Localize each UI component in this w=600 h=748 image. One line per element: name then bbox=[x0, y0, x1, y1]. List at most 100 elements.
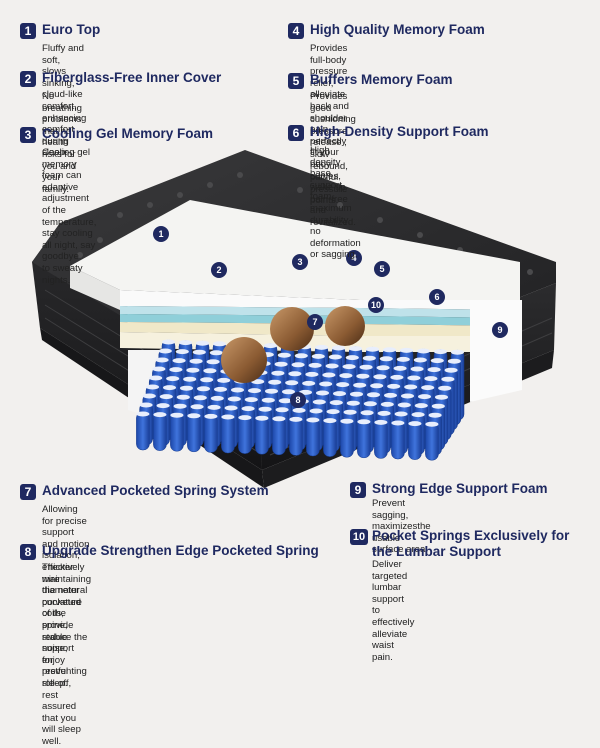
feature-number-badge: 7 bbox=[20, 484, 36, 500]
pocket-spring-top bbox=[333, 391, 346, 397]
feature-title: Advanced Pocketed Spring System bbox=[42, 483, 269, 498]
pocket-spring bbox=[408, 421, 422, 460]
pocket-spring-top bbox=[179, 340, 192, 346]
marker-10: 10 bbox=[368, 297, 384, 313]
pocket-spring-top bbox=[204, 413, 218, 419]
pocket-spring bbox=[136, 411, 150, 451]
pocket-spring-top bbox=[166, 376, 180, 382]
pocket-spring-top bbox=[343, 409, 357, 415]
pocket-spring-top bbox=[401, 393, 414, 399]
pocket-spring-top bbox=[427, 367, 441, 373]
pocket-spring-top bbox=[413, 357, 427, 363]
feature-description: Fluffy and soft, slows sinking, cloud-li… bbox=[42, 43, 87, 159]
pocket-spring-top bbox=[309, 408, 323, 414]
pocket-spring-top bbox=[383, 347, 396, 353]
feature-description: Thicker wire diameter pocketed coils, pr… bbox=[42, 562, 87, 747]
marker-9: 9 bbox=[492, 322, 508, 338]
pocket-spring-top bbox=[274, 361, 288, 367]
feature-number-badge: 2 bbox=[20, 71, 36, 87]
pocket-spring bbox=[391, 420, 405, 460]
pocket-spring-top bbox=[326, 409, 340, 415]
pocket-spring-top bbox=[289, 416, 303, 422]
pocket-spring-top bbox=[360, 410, 374, 416]
pocket-spring-top bbox=[146, 384, 159, 390]
pocket-spring bbox=[221, 414, 235, 454]
pocket-spring-top bbox=[162, 339, 175, 345]
pocket-spring-top bbox=[435, 394, 448, 400]
pocket-spring-top bbox=[349, 346, 362, 352]
pocket-spring bbox=[306, 417, 320, 457]
feature-description: No breathing problems that no health ris… bbox=[42, 91, 83, 195]
pocket-spring-top bbox=[390, 374, 404, 380]
pocket-spring-top bbox=[248, 388, 261, 394]
feature-title: Pocket Springs Exclusively for the Lumba… bbox=[372, 528, 570, 559]
pocket-spring-top bbox=[441, 376, 455, 382]
feature-number-badge: 8 bbox=[20, 544, 36, 560]
marker-4: 4 bbox=[346, 250, 362, 266]
pocket-spring bbox=[272, 416, 286, 456]
pocket-spring-top bbox=[200, 377, 214, 383]
pocket-spring-top bbox=[170, 412, 184, 418]
feature-number-badge: 9 bbox=[350, 482, 366, 498]
pocket-spring-top bbox=[275, 407, 289, 413]
pocket-spring-top bbox=[350, 391, 363, 397]
pocket-spring-top bbox=[328, 354, 342, 360]
pocket-spring-top bbox=[264, 343, 277, 349]
pocket-spring-top bbox=[410, 366, 424, 372]
pocket-spring-top bbox=[214, 386, 227, 392]
feature-title: High Quality Memory Foam bbox=[310, 22, 485, 37]
pocket-spring-top bbox=[323, 418, 337, 424]
feature-number-badge: 5 bbox=[288, 73, 304, 89]
feature-title: Upgrade Strengthen Edge Pocketed Spring bbox=[42, 543, 319, 558]
pocket-spring-top bbox=[434, 349, 447, 355]
pocket-spring-top bbox=[231, 387, 244, 393]
pocket-spring-top bbox=[169, 367, 183, 373]
pocket-spring-top bbox=[271, 370, 285, 376]
pocket-spring-top bbox=[322, 372, 336, 378]
pocket-spring-top bbox=[189, 358, 203, 364]
pocket-spring-top bbox=[187, 413, 201, 419]
pocket-spring-top bbox=[384, 392, 397, 398]
pocket-spring bbox=[340, 418, 354, 458]
pocket-spring bbox=[289, 417, 303, 456]
pocket-spring-top bbox=[176, 394, 190, 400]
feature-description: High density base support foam, maximum … bbox=[310, 145, 361, 261]
pocket-spring-top bbox=[268, 379, 282, 385]
feature-number-badge: 4 bbox=[288, 23, 304, 39]
pocket-spring-top bbox=[261, 397, 275, 403]
pocket-spring-top bbox=[241, 406, 255, 412]
pocket-spring-top bbox=[325, 363, 339, 369]
pocket-spring-top bbox=[404, 384, 418, 390]
pocket-spring-top bbox=[159, 394, 173, 400]
feature-number-badge: 1 bbox=[20, 23, 36, 39]
pocket-spring-top bbox=[376, 365, 390, 371]
pocket-spring-top bbox=[238, 415, 252, 421]
pocket-spring-top bbox=[305, 371, 319, 377]
pocket-spring-top bbox=[359, 364, 373, 370]
pocket-spring-top bbox=[373, 374, 387, 380]
pocket-spring-top bbox=[340, 418, 354, 424]
pocket-spring-top bbox=[209, 350, 223, 356]
pocket-spring-top bbox=[397, 402, 411, 408]
feature-title: Cooling Gel Memory Foam bbox=[42, 126, 214, 141]
pocket-spring-top bbox=[186, 367, 200, 373]
pocket-spring-top bbox=[430, 358, 444, 364]
pocket-spring-top bbox=[265, 388, 278, 394]
feature-description: Provides good cushioning pressure releas… bbox=[310, 91, 356, 207]
feature-title: Euro Top bbox=[42, 22, 101, 37]
pocket-spring-top bbox=[356, 373, 370, 379]
pocket-spring bbox=[238, 415, 252, 454]
marker-2: 2 bbox=[211, 262, 227, 278]
pocket-spring-top bbox=[316, 390, 329, 396]
pocket-spring-top bbox=[438, 385, 452, 391]
pocket-spring-top bbox=[400, 347, 413, 353]
pocket-spring-top bbox=[451, 349, 464, 355]
pocket-spring bbox=[357, 419, 371, 459]
pocket-spring-top bbox=[342, 364, 356, 370]
feature-description: Cooling gel memory foam can adaptive adj… bbox=[42, 147, 97, 286]
pocket-spring-top bbox=[278, 398, 292, 404]
pocket-spring-top bbox=[288, 371, 302, 377]
pocket-spring-top bbox=[258, 406, 272, 412]
pocket-spring-top bbox=[444, 367, 458, 373]
pocket-spring-top bbox=[374, 419, 388, 425]
